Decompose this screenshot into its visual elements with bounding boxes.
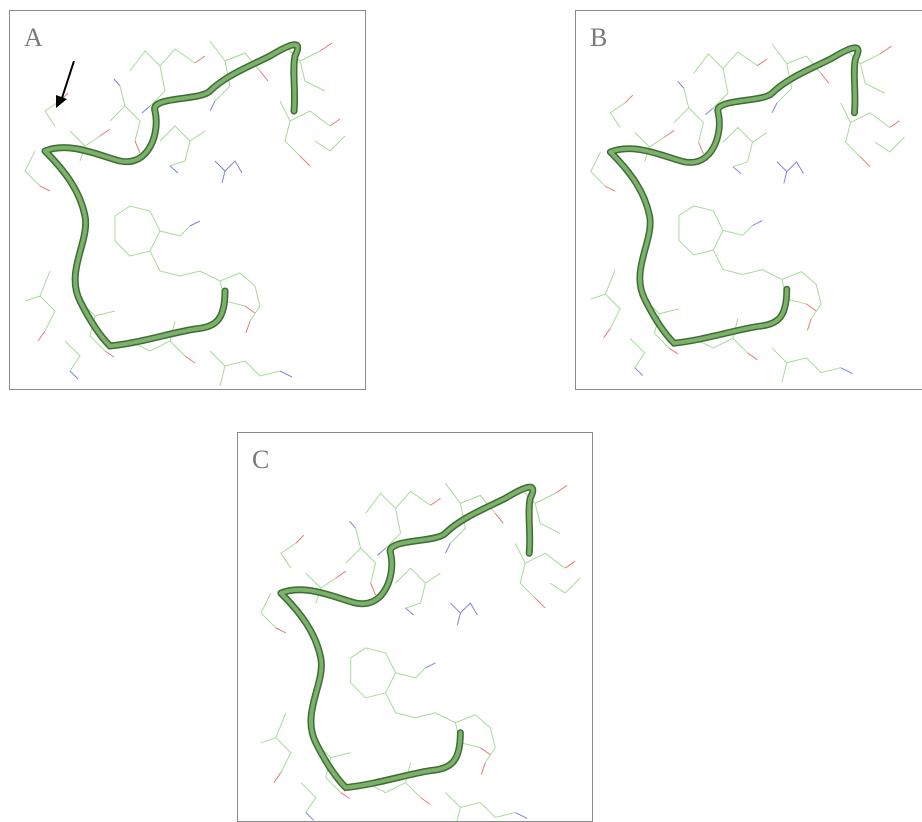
molecule-render-a [10, 11, 366, 390]
panel-label-a: A [24, 23, 43, 52]
arrow-pointer-icon [56, 60, 75, 108]
structure-panel-c: C [237, 432, 593, 822]
molecule-render-c [238, 433, 593, 822]
structure-panel-b: B [575, 10, 922, 390]
structure-panel-a: A [9, 10, 366, 390]
panel-label-b: B [590, 23, 608, 52]
panel-label-c: C [252, 445, 270, 474]
molecule-render-b [576, 11, 922, 390]
